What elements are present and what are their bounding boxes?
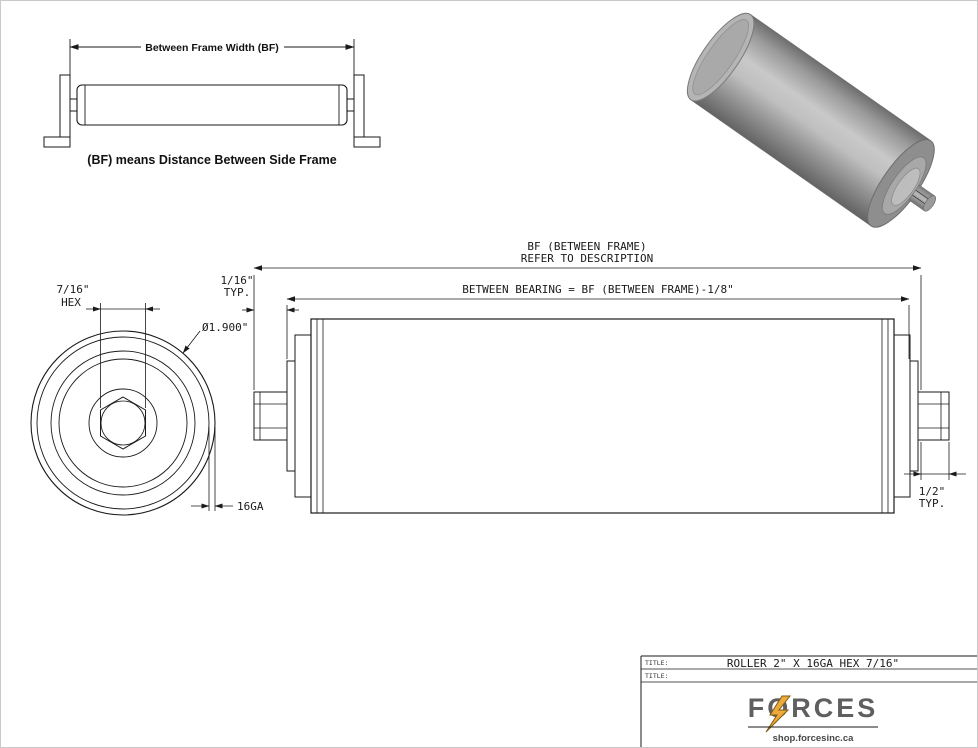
- gap-dim-typ: TYP.: [224, 286, 251, 299]
- left-end-cap: [294, 334, 312, 498]
- right-hub: [909, 360, 919, 472]
- diameter-leader: [182, 330, 201, 354]
- brand-logo-text: FORCES: [748, 693, 879, 723]
- left-hub: [286, 360, 296, 472]
- roller-stub-right: [346, 98, 355, 112]
- end-view: 7/16" HEX Ø1.900" 16GA: [30, 283, 264, 516]
- tube-inner-circle: [36, 336, 210, 510]
- roller-3d: [686, 12, 937, 228]
- between-bearing-label: BETWEEN BEARING = BF (BETWEEN FRAME)-1/8…: [462, 283, 734, 296]
- shaft-ext-value: 1/2": [919, 485, 946, 498]
- bf-dim-label-line2: REFER TO DESCRIPTION: [521, 252, 653, 265]
- bf-caption: (BF) means Distance Between Side Frame: [87, 153, 336, 167]
- left-shaft: [253, 391, 288, 441]
- brand-website: shop.forcesinc.ca: [773, 733, 854, 744]
- title-field-label-1: TITLE:: [645, 659, 668, 667]
- shaft-ext-typ: TYP.: [919, 497, 946, 510]
- hex-inner-circle: [100, 400, 146, 446]
- tube-outer-circle: [30, 330, 216, 516]
- bearing-bore-circle: [88, 388, 158, 458]
- bearing-housing-outer-circle: [50, 350, 196, 496]
- lightning-bolt-icon: [765, 695, 792, 733]
- right-end-cap: [893, 334, 911, 498]
- title-field-label-2: TITLE:: [645, 672, 668, 680]
- roller-3d-face-rim: [692, 19, 749, 96]
- hex-word-label: HEX: [61, 296, 81, 309]
- left-frame-web: [59, 74, 71, 144]
- roller-inset-body: [76, 84, 348, 126]
- gap-dim-value: 1/16": [220, 274, 253, 287]
- hex-size-label: 7/16": [56, 283, 89, 296]
- roller-3d-shaft-tip: [923, 195, 937, 212]
- diameter-label: Ø1.900": [202, 321, 248, 334]
- roller-stub-left: [69, 98, 78, 112]
- right-frame-foot: [353, 136, 381, 148]
- bf-explainer-diagram: Between Frame Width (BF) (BF) means Dist…: [43, 39, 381, 167]
- bf-width-label: Between Frame Width (BF): [145, 42, 279, 54]
- title-block: TITLE: ROLLER 2" X 16GA HEX 7/16" TITLE:…: [640, 655, 977, 747]
- side-view: BF (BETWEEN FRAME) REFER TO DESCRIPTION …: [220, 240, 966, 514]
- bearing-housing-inner-circle: [58, 358, 188, 488]
- gauge-label: 16GA: [237, 500, 264, 513]
- left-frame-foot: [43, 136, 71, 148]
- bf-dim-label-line1: BF (BETWEEN FRAME): [527, 240, 646, 253]
- roller-3d-bearing-inner: [891, 167, 921, 206]
- drawing-title: ROLLER 2" X 16GA HEX 7/16": [727, 657, 899, 670]
- right-shaft: [917, 391, 950, 441]
- right-frame-web: [353, 74, 365, 144]
- tube-body: [310, 318, 895, 514]
- hex-bore: [100, 396, 146, 450]
